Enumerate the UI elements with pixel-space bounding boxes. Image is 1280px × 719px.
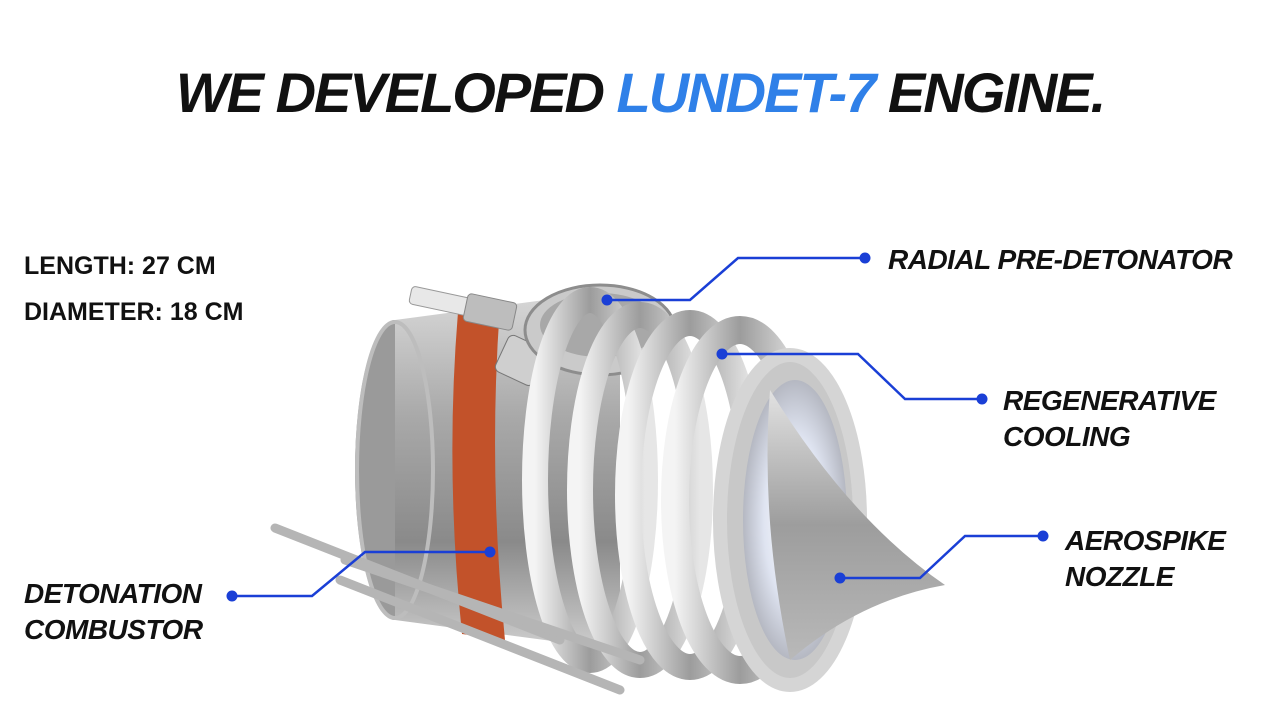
label-combustor-line1: DETONATION [24,578,202,609]
dot-combustor-label [226,590,238,602]
label-nozzle-line2: NOZZLE [1065,561,1175,592]
leader-combustor [232,550,490,598]
title-highlight: LUNDET-7 [616,61,877,124]
dot-cooling-part [716,348,728,360]
spec-diameter: DIAMETER: 18 CM [24,298,244,326]
label-nozzle-line1: AEROSPIKE [1065,525,1226,556]
combustor-body [355,290,620,650]
label-nozzle: AEROSPIKE NOZZLE [1065,523,1226,595]
title-suffix: ENGINE. [874,61,1106,124]
page-title: WE DEVELOPED LUNDET-7 ENGINE. [0,60,1280,125]
label-cooling-line1: REGENERATIVE [1003,385,1216,416]
label-combustor: DETONATION COMBUSTOR [24,576,203,648]
dot-nozzle-part [834,572,846,584]
dot-pre-detonator-part [601,294,613,306]
label-cooling: REGENERATIVE COOLING [1003,383,1216,455]
aerospike-cone [767,390,945,660]
leader-pre-detonator [607,256,865,302]
dot-nozzle-label [1037,530,1049,542]
dot-cooling-label [976,393,988,405]
spec-length: LENGTH: 27 CM [24,252,216,280]
leader-cooling [722,352,982,401]
dot-pre-detonator-label [859,252,871,264]
title-prefix: WE DEVELOPED [175,61,617,124]
leader-nozzle [840,534,1043,580]
label-cooling-line2: COOLING [1003,421,1131,452]
label-pre-detonator-line1: RADIAL PRE-DETONATOR [888,244,1233,275]
label-combustor-line2: COMBUSTOR [24,614,203,645]
dot-combustor-part [484,546,496,558]
side-rods [270,523,645,695]
label-pre-detonator: RADIAL PRE-DETONATOR [888,242,1233,278]
